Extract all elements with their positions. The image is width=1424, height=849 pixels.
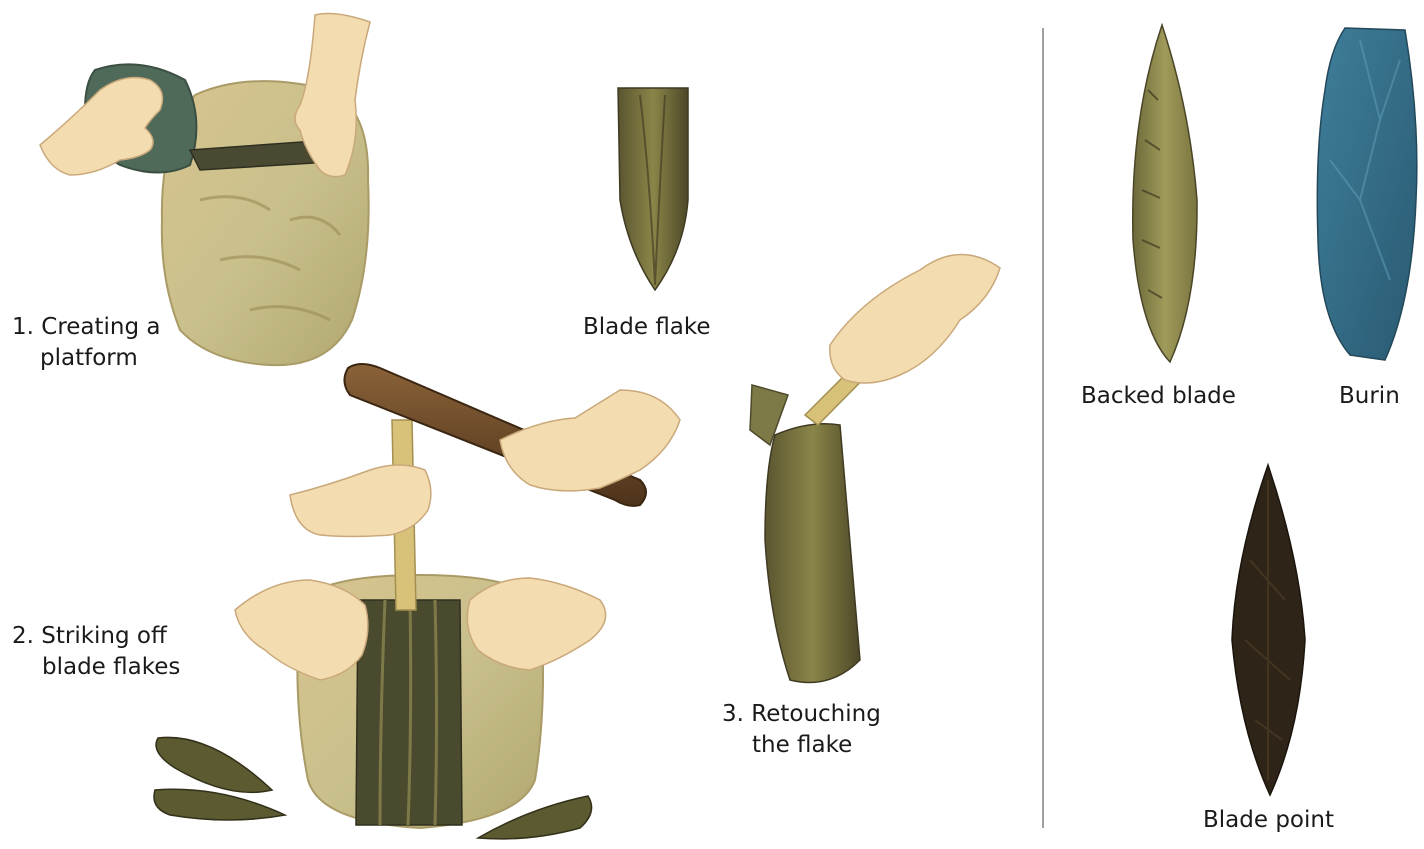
blade-point-label: Blade point bbox=[1203, 805, 1334, 836]
blade-flake-label-text: Blade flake bbox=[583, 314, 711, 340]
backed-blade-label: Backed blade bbox=[1081, 381, 1236, 412]
step3-label-line1: 3. Retouching bbox=[722, 699, 881, 730]
left-hand-step2 bbox=[235, 580, 368, 680]
step3-label-line2: the flake bbox=[722, 730, 881, 761]
hand-holding-hammer bbox=[500, 390, 680, 491]
step3-illustration bbox=[750, 254, 1000, 682]
hand-holding-punch bbox=[290, 465, 431, 537]
backed-blade-illustration bbox=[1133, 25, 1197, 362]
backed-blade-label-text: Backed blade bbox=[1081, 383, 1236, 409]
step2-label-line2: blade flakes bbox=[12, 652, 180, 683]
right-hand-step2 bbox=[467, 578, 605, 670]
step1-label: 1. Creating a platform bbox=[12, 312, 161, 374]
burin-illustration bbox=[1317, 28, 1417, 360]
hand-step3 bbox=[830, 254, 1000, 383]
step1-label-line2: platform bbox=[12, 343, 161, 374]
blade-flake-label: Blade flake bbox=[583, 312, 711, 343]
step1-label-line1: 1. Creating a bbox=[12, 312, 161, 343]
struck-flake-2 bbox=[154, 789, 285, 820]
struck-flake-1 bbox=[156, 737, 272, 792]
burin-label: Burin bbox=[1339, 381, 1400, 412]
step2-illustration bbox=[154, 364, 680, 839]
step2-label: 2. Striking off blade flakes bbox=[12, 621, 180, 683]
blade-point-label-text: Blade point bbox=[1203, 807, 1334, 833]
flake-being-retouched bbox=[765, 424, 860, 683]
burin-label-text: Burin bbox=[1339, 383, 1400, 409]
step2-label-line1: 2. Striking off bbox=[12, 621, 180, 652]
step3-label: 3. Retouching the flake bbox=[722, 699, 881, 761]
